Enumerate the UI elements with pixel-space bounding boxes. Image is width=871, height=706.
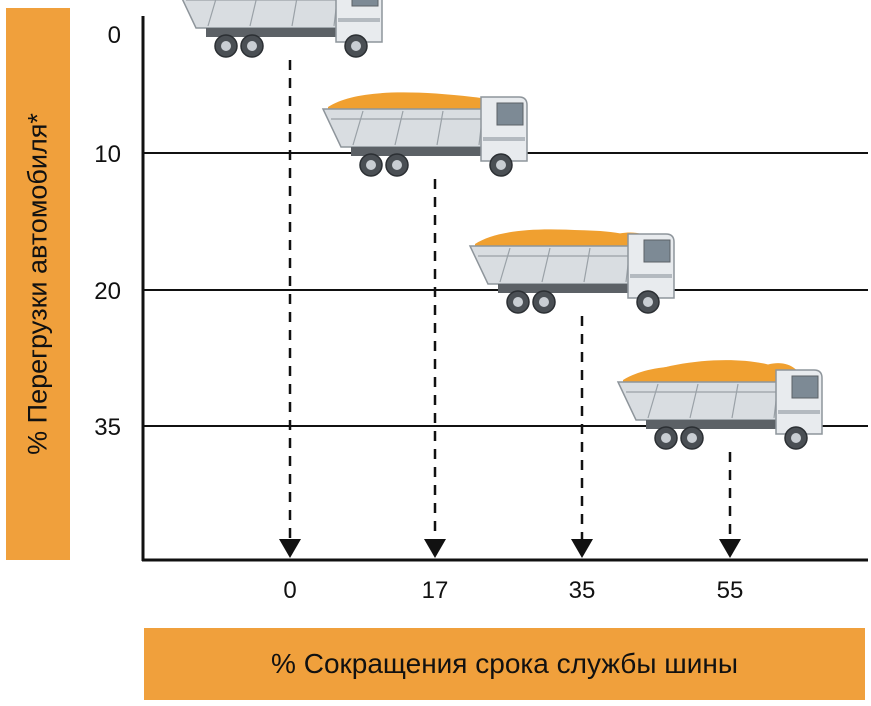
dump-truck-body [177,0,383,58]
x-axis-label-box: % Сокращения срока службы шины [144,628,865,700]
dump-truck-icon [322,91,528,177]
y-tick-label-10: 10 [94,141,121,168]
x-tick-label-0: 0 [283,577,296,604]
x-tick-label-17: 17 [422,577,449,604]
dump-truck-icon [617,360,823,450]
dump-truck-body [469,228,675,314]
x-tick-label-35: 35 [569,577,596,604]
y-axis-label-box: % Перегрузки автомобиля* [6,8,70,560]
arrowhead-35 [571,539,593,558]
x-axis-label: % Сокращения срока службы шины [271,648,738,679]
arrowhead-0 [279,539,301,558]
dump-truck-icon [177,0,383,58]
arrowhead-55 [719,539,741,558]
x-tick-label-55: 55 [717,577,744,604]
arrowhead-17 [424,539,446,558]
dump-truck-body [322,91,528,177]
y-tick-label-20: 20 [94,278,121,305]
dump-truck-body [617,364,823,450]
y-tick-label-0: 0 [108,22,121,49]
y-tick-label-35: 35 [94,414,121,441]
dump-truck-icon [469,228,675,314]
